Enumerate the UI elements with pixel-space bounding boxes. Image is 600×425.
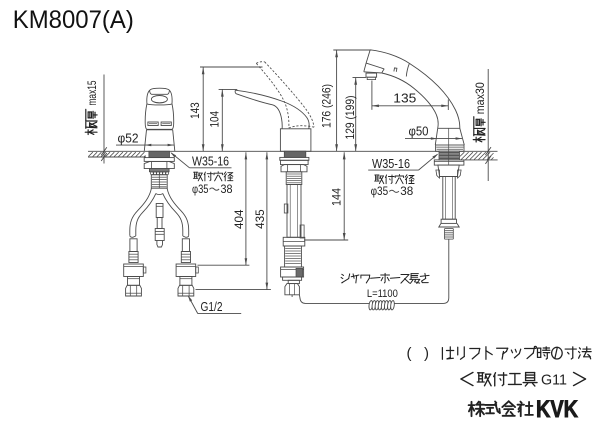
- svg-text:104: 104: [207, 111, 221, 128]
- svg-text:max15: max15: [85, 80, 99, 105]
- svg-text:129 (199): 129 (199): [343, 96, 357, 140]
- svg-text:404: 404: [232, 209, 246, 229]
- svg-text:176 (246): 176 (246): [319, 84, 333, 128]
- svg-text:G11: G11: [541, 373, 567, 389]
- svg-text:W35-16: W35-16: [372, 157, 410, 171]
- svg-text:L=1100: L=1100: [367, 288, 398, 300]
- svg-text:G1/2: G1/2: [201, 299, 223, 314]
- svg-text:(: (: [407, 345, 412, 362]
- svg-text:38: 38: [400, 186, 413, 198]
- svg-text:435: 435: [253, 209, 267, 229]
- svg-text:38: 38: [221, 184, 233, 196]
- svg-text:135: 135: [393, 91, 416, 106]
- svg-text:φ50: φ50: [409, 124, 429, 138]
- svg-text:max30: max30: [473, 82, 487, 114]
- svg-text:φ35: φ35: [192, 184, 209, 196]
- svg-text:KM8007(A): KM8007(A): [13, 6, 134, 34]
- svg-text:φ52: φ52: [118, 130, 139, 145]
- svg-text:143: 143: [188, 102, 202, 119]
- svg-text:W35-16: W35-16: [192, 155, 229, 169]
- svg-text:KVK: KVK: [536, 396, 579, 423]
- svg-text:144: 144: [330, 188, 344, 206]
- svg-text:φ35: φ35: [371, 186, 389, 198]
- svg-text:): ): [424, 345, 429, 362]
